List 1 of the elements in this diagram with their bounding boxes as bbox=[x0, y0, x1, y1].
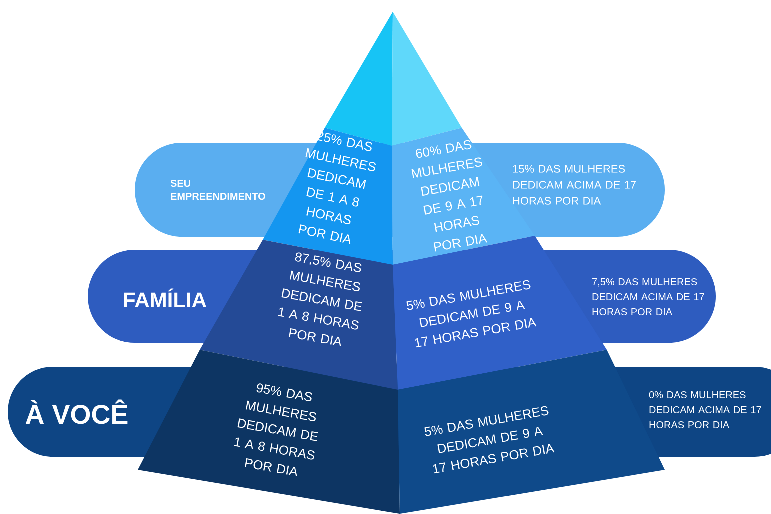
pyramid-face: 95% DAS MULHERES DEDICAM DE 1 A 8 HORAS POR DIA bbox=[138, 350, 400, 514]
